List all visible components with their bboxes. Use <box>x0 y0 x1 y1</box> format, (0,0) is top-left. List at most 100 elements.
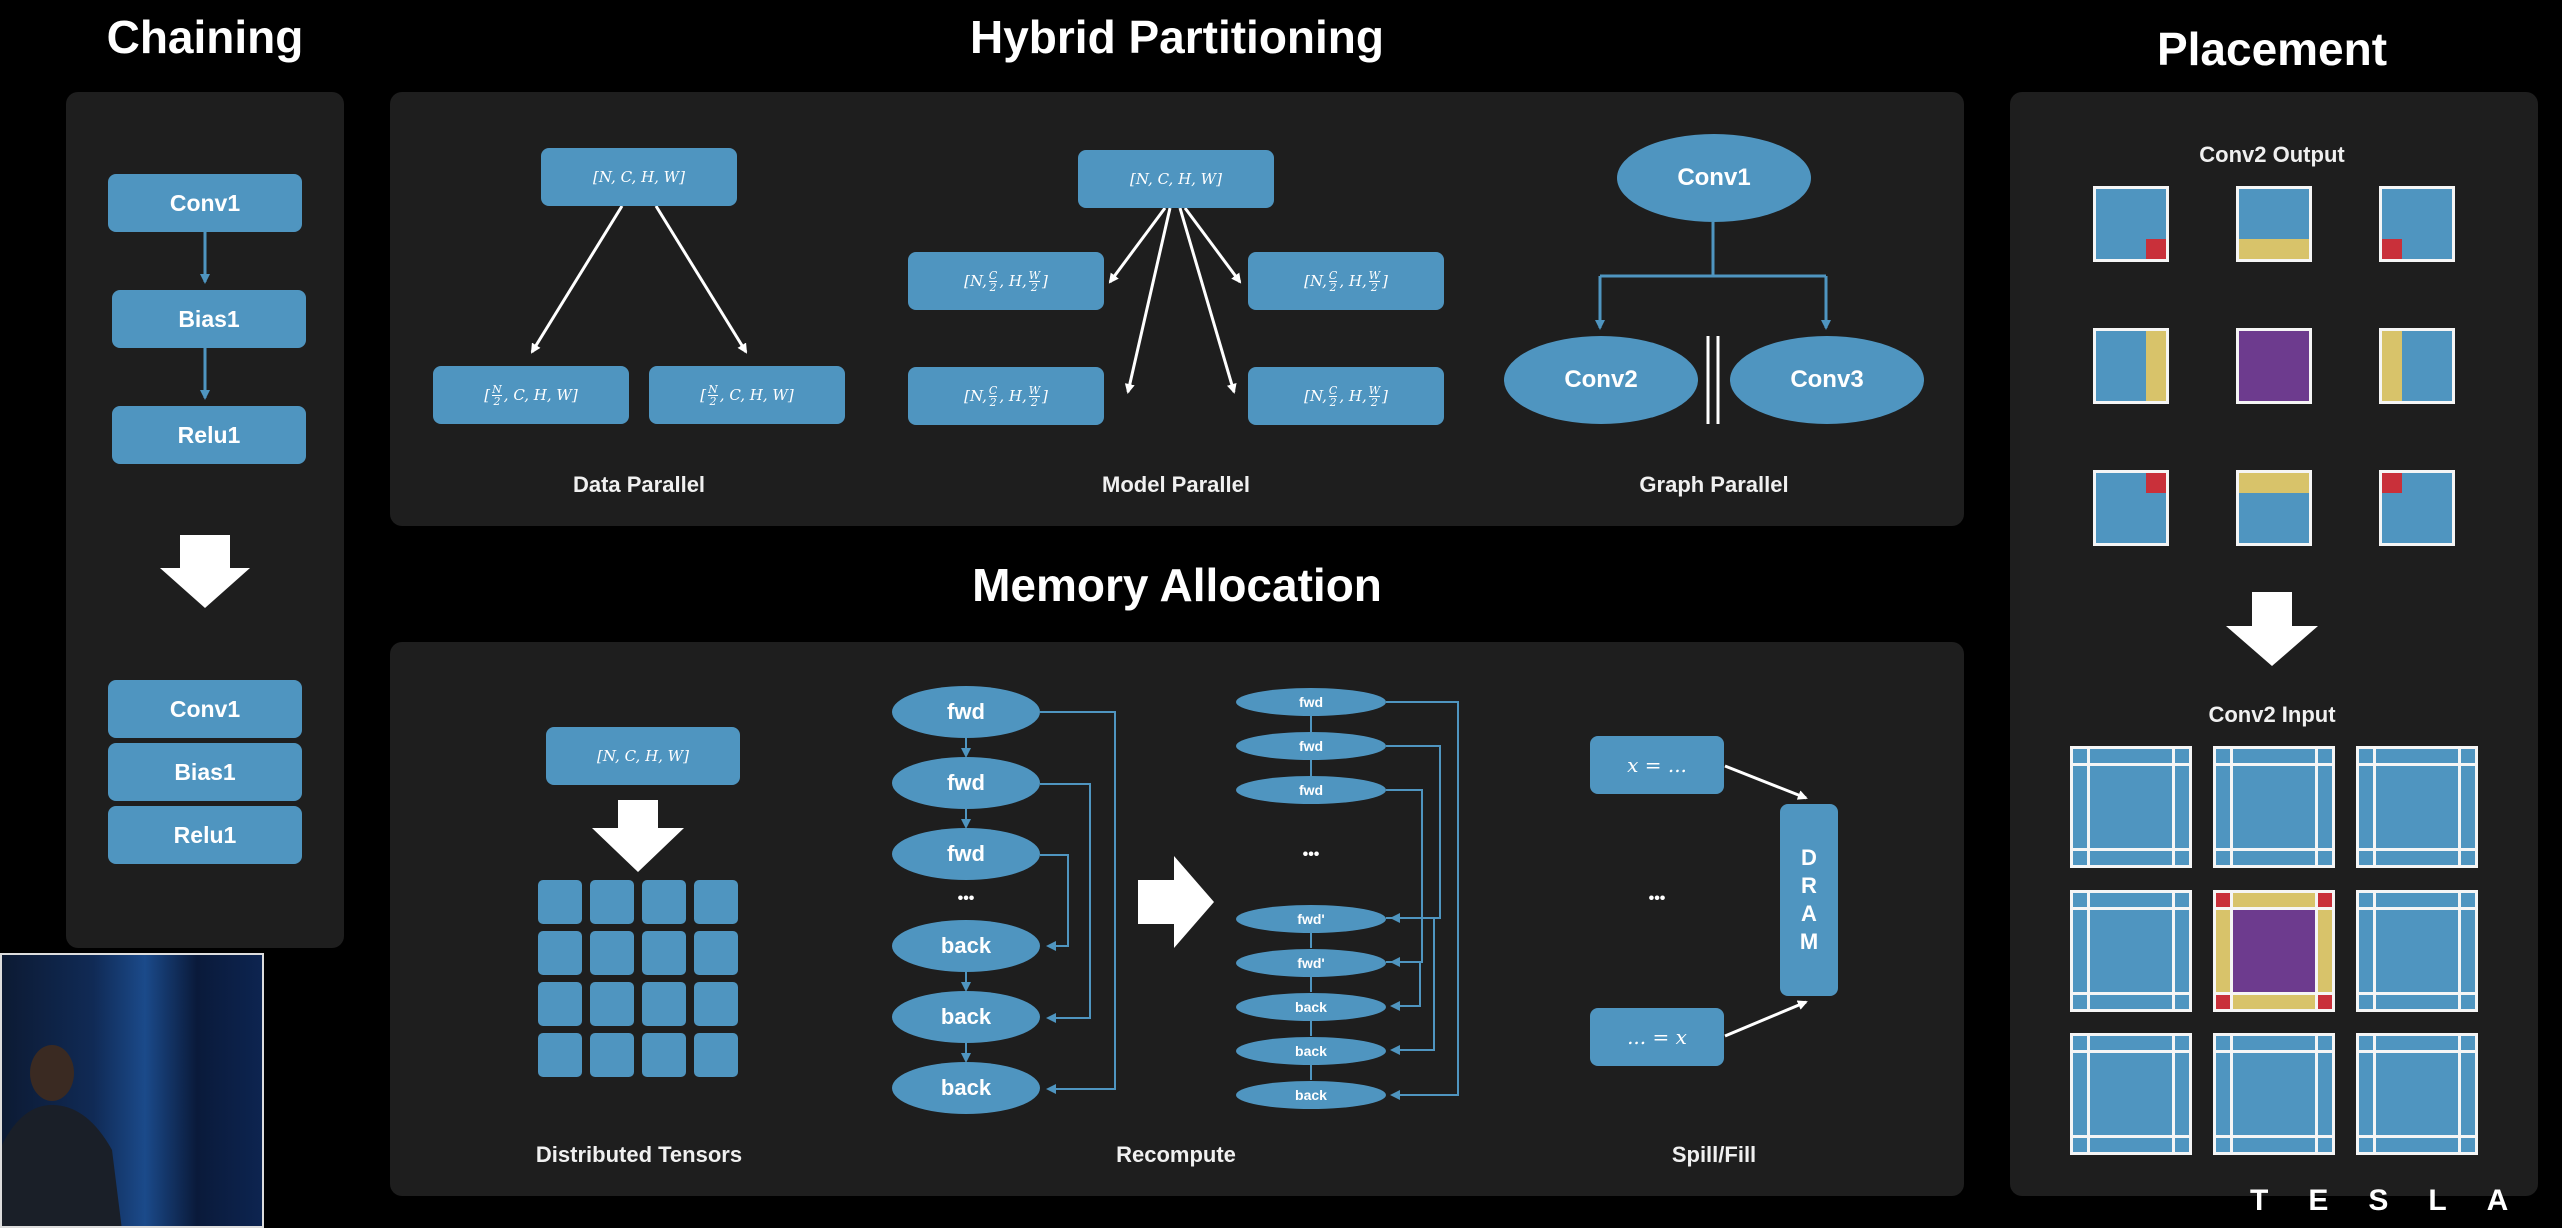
input-tile <box>2213 1033 2335 1155</box>
halo-line <box>2216 848 2332 851</box>
halo-line <box>2458 1036 2461 1152</box>
dram-letter-d: D <box>1801 845 1817 870</box>
dram-letter-m: M <box>1799 929 1819 954</box>
fill-load-box: ... = x <box>1590 1008 1724 1066</box>
recompute-right-fwdp-2: fwd' <box>1236 949 1386 977</box>
conv2-input-label: Conv2 Input <box>2208 702 2336 727</box>
halo-corner <box>2216 995 2230 1009</box>
speaker-silhouette <box>2 1045 122 1226</box>
output-tile <box>2236 470 2312 546</box>
halo-line <box>2315 1036 2318 1152</box>
output-tile <box>2093 470 2169 546</box>
tensor-shard <box>590 931 634 975</box>
halo-line <box>2172 1036 2175 1152</box>
tensor-shard <box>694 982 738 1026</box>
halo-edge <box>2239 473 2309 493</box>
input-tile <box>2356 746 2478 868</box>
recompute-right-arrow <box>1138 856 1214 948</box>
model-parallel-caption: Model Parallel <box>1102 472 1250 497</box>
recompute-left-fwd-1: fwd <box>892 686 1040 738</box>
chaining-relu1: Relu1 <box>112 406 306 464</box>
recompute-right-back-3: back <box>1236 1081 1386 1109</box>
spill-fill-caption: Spill/Fill <box>1671 1142 1757 1167</box>
tensor-shard <box>642 880 686 924</box>
halo-edge <box>2318 907 2332 995</box>
halo-edge <box>2239 239 2309 259</box>
tensor-shard <box>590 982 634 1026</box>
output-tile <box>2093 328 2169 404</box>
output-tile <box>2379 186 2455 262</box>
fused-bias1: Bias1 <box>108 743 302 801</box>
input-tile <box>2070 1033 2192 1155</box>
distributed-tensors-caption: Distributed Tensors <box>535 1142 743 1167</box>
dram-letter-r: R <box>1801 873 1817 898</box>
tensor-shard <box>694 1033 738 1077</box>
halo-line <box>2373 893 2376 1009</box>
dram-letter-a: A <box>1801 901 1817 926</box>
halo-line <box>2087 749 2090 865</box>
tensor-shard <box>642 982 686 1026</box>
halo-line <box>2216 1135 2332 1138</box>
tensor-shard <box>538 1033 582 1077</box>
halo-line <box>2230 893 2233 1009</box>
halo-line <box>2216 763 2332 766</box>
halo-corner <box>2216 893 2230 907</box>
input-tile <box>2070 890 2192 1012</box>
hybrid-partitioning-heading: Hybrid Partitioning <box>970 11 1384 63</box>
input-tile <box>2356 1033 2478 1155</box>
chaining-bias1: Bias1 <box>112 290 306 348</box>
halo-edge <box>2146 331 2166 401</box>
tensor-shard <box>694 931 738 975</box>
input-tile <box>2356 890 2478 1012</box>
dram-box: D R A M <box>1780 804 1838 996</box>
tensor-shard <box>538 931 582 975</box>
tensor-shard <box>642 1033 686 1077</box>
halo-line <box>2172 893 2175 1009</box>
speaker-video-thumbnail <box>0 953 264 1228</box>
halo-corner <box>2382 239 2402 259</box>
halo-line <box>2359 1050 2475 1053</box>
graph-parallel-conv1: Conv1 <box>1617 134 1811 222</box>
tensor-shard <box>538 982 582 1026</box>
output-tile <box>2379 328 2455 404</box>
data-parallel-root: [N, C, H, W] <box>541 148 737 206</box>
halo-line <box>2458 893 2461 1009</box>
recompute-left-back-1: back <box>892 920 1040 972</box>
output-tile <box>2093 186 2169 262</box>
halo-line <box>2216 1050 2332 1053</box>
halo-line <box>2230 749 2233 865</box>
output-tile <box>2379 470 2455 546</box>
halo-corner <box>2318 893 2332 907</box>
halo-line <box>2373 749 2376 865</box>
graph-parallel-conv2: Conv2 <box>1504 336 1698 424</box>
recompute-left-back-2: back <box>892 991 1040 1043</box>
tensor-shard <box>694 880 738 924</box>
recompute-right-fwd-2: fwd <box>1236 732 1386 760</box>
recompute-left-fwd-2: fwd <box>892 757 1040 809</box>
output-tile <box>2236 186 2312 262</box>
tensor-shard <box>538 880 582 924</box>
graph-parallel-caption: Graph Parallel <box>1639 472 1789 497</box>
recompute-right-back-2: back <box>1236 1037 1386 1065</box>
recompute-right-fwd-1: fwd <box>1236 688 1386 716</box>
halo-line <box>2073 1135 2189 1138</box>
conv2-output-label: Conv2 Output <box>2199 142 2345 167</box>
recompute-left-fwd-3: fwd <box>892 828 1040 880</box>
halo-line <box>2216 907 2332 910</box>
input-tile <box>2070 746 2192 868</box>
halo-corner <box>2382 473 2402 493</box>
tile-core <box>2230 907 2318 995</box>
recompute-caption: Recompute <box>1116 1142 1236 1167</box>
halo-line <box>2458 749 2461 865</box>
data-parallel-caption: Data Parallel <box>572 472 706 497</box>
halo-line <box>2315 749 2318 865</box>
distributed-root: [N, C, H, W] <box>546 727 740 785</box>
halo-line <box>2073 763 2189 766</box>
halo-line <box>2230 1036 2233 1152</box>
